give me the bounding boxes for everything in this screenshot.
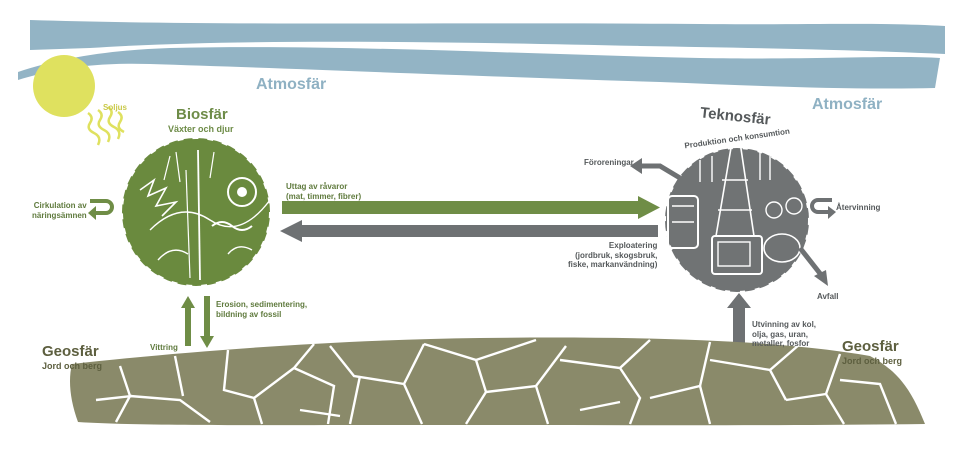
sunlight-label: Soljus <box>103 103 128 112</box>
pollution-arrow-icon <box>630 158 682 181</box>
atmosphere-band-top <box>30 20 945 54</box>
atmosphere-band-bottom <box>18 47 940 89</box>
erosion-arrow-icon <box>200 296 214 348</box>
exploitation-arrow-icon <box>280 220 658 242</box>
mining-label: Utvinning av kol, olja, gas, uran, metal… <box>752 320 817 348</box>
weathering-arrow-icon <box>181 296 195 346</box>
extraction-arrow-icon <box>282 196 660 219</box>
recycling-arrow-icon <box>810 198 836 219</box>
geosphere-right-title: Geosfär <box>842 338 899 355</box>
geosphere-left-title: Geosfär <box>42 343 99 360</box>
biosphere-subtitle: Växter och djur <box>168 124 234 134</box>
technosphere-icon <box>664 141 810 293</box>
geosphere-right-subtitle: Jord och berg <box>842 356 903 366</box>
geosphere-left-subtitle: Jord och berg <box>42 361 103 371</box>
sun-icon <box>33 55 125 146</box>
pollution-label: Föroreningar <box>584 158 634 167</box>
mining-arrow-icon <box>727 293 751 346</box>
recycling-label: Återvinning <box>836 203 881 212</box>
biosphere-title: Biosfär <box>176 106 228 123</box>
atmosphere-label-right: Atmosfär <box>812 96 883 113</box>
atmosphere-label-left: Atmosfär <box>256 76 327 93</box>
biosphere-plants-icon <box>121 137 271 287</box>
erosion-label: Erosion, sedimentering, bildning av foss… <box>216 300 308 319</box>
atmosphere-bands <box>18 20 945 89</box>
nutrient-circulation-arrow-icon <box>88 199 114 220</box>
geosphere-rock-layer <box>70 337 925 426</box>
exploitation-label: Exploatering (jordbruk, skogsbruk, fiske… <box>568 241 658 269</box>
waste-arrow-icon <box>798 246 828 286</box>
nutrient-circulation-label: Cirkulation av näringsämnen <box>32 201 87 220</box>
weathering-label: Vittring <box>150 343 178 352</box>
extraction-label: Uttag av råvaror (mat, timmer, fibrer) <box>286 182 362 201</box>
waste-label: Avfall <box>817 292 839 301</box>
